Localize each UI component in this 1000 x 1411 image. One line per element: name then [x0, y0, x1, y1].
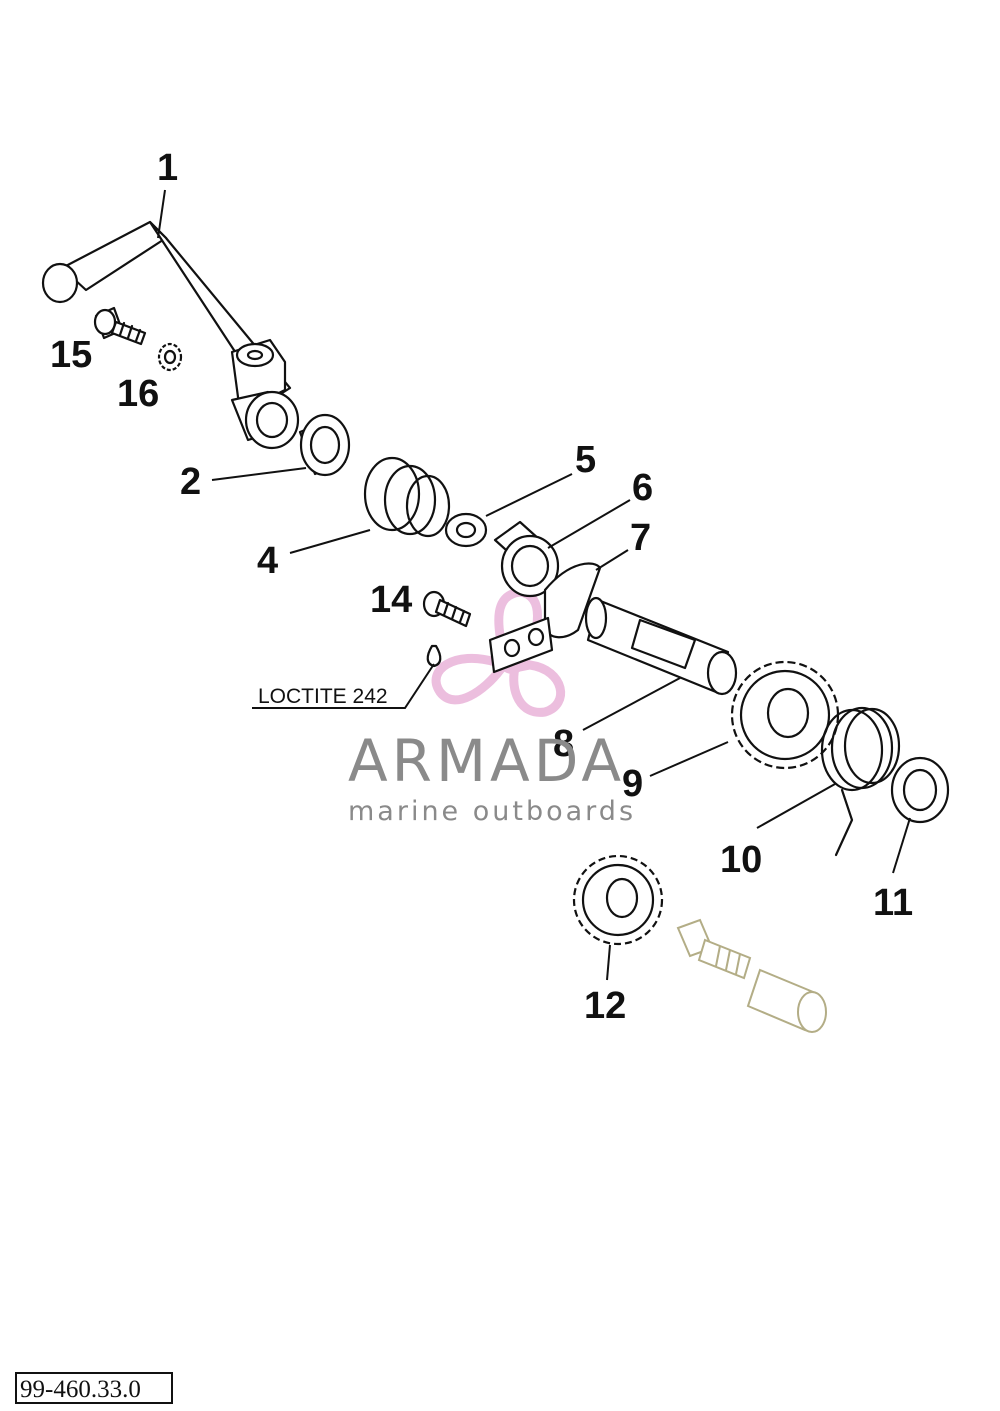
loctite-drop-icon [426, 644, 442, 668]
drawing-code-box [15, 1372, 173, 1404]
part-1-kick-lever [41, 220, 300, 450]
callout-14: 14 [370, 579, 412, 621]
part-12-idler-gear [572, 854, 664, 946]
part-6-ratchet [493, 520, 560, 598]
callout-1: 1 [157, 147, 178, 189]
callout-12: 12 [584, 985, 626, 1027]
part-5-washer [444, 512, 488, 548]
callout-7: 7 [630, 517, 651, 559]
callout-8: 8 [553, 723, 574, 765]
ghost-bolt-and-bush [676, 918, 827, 1033]
callout-6: 6 [632, 467, 653, 509]
drawing-code: 99-460.33.0 [20, 1376, 141, 1403]
watermark-subtitle: marine outboards [348, 796, 636, 827]
callout-10: 10 [720, 839, 762, 881]
loctite-note: LOCTITE 242 [258, 685, 388, 708]
part-11-ring [890, 756, 950, 824]
part-14-screw [422, 590, 472, 628]
callout-15: 15 [50, 334, 92, 376]
part-16-lock-washer [157, 342, 183, 372]
part-9-gear [730, 660, 840, 770]
part-7-bracket [488, 562, 602, 674]
part-2-bushing [298, 413, 351, 477]
callout-9: 9 [622, 763, 643, 805]
callout-4: 4 [257, 540, 278, 582]
part-15-bolt [93, 306, 147, 346]
callout-2: 2 [180, 461, 201, 503]
part-8-shaft [584, 596, 738, 696]
part-10-return-spring [820, 706, 901, 857]
part-4-spring [363, 456, 451, 538]
callout-5: 5 [575, 439, 596, 481]
callout-11: 11 [873, 882, 913, 924]
callout-16: 16 [117, 373, 159, 415]
leader-lines [157, 189, 911, 981]
watermark-title: ARMADA [348, 727, 625, 795]
